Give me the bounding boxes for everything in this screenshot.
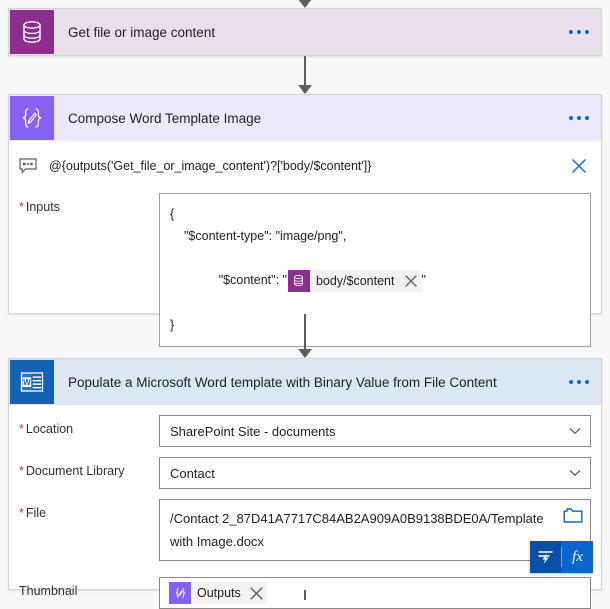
compose-braces-icon	[10, 96, 54, 140]
connector-arrow-1-2	[296, 56, 314, 94]
card-overflow-menu-button[interactable]	[569, 380, 589, 384]
remove-token-icon[interactable]	[247, 583, 267, 603]
json-content-quote-close: "	[421, 273, 426, 287]
field-row-document-library: *Document Library Contact	[9, 457, 601, 489]
file-label-text: File	[25, 506, 47, 520]
card-title: Get file or image content	[68, 24, 216, 40]
connector-arrow-bottom	[296, 590, 314, 600]
fx-icon[interactable]: fx	[562, 541, 593, 573]
expression-peek-bar: @{outputs('Get_file_or_image_content')?[…	[19, 149, 591, 183]
connector-arrowhead	[298, 349, 312, 358]
dynamic-content-token-body-content[interactable]: body/$content	[287, 269, 421, 292]
inputs-json-editor[interactable]: { "$content-type": "image/png", "$conten…	[159, 193, 591, 347]
required-asterisk: *	[19, 200, 24, 214]
field-row-location: *Location SharePoint Site - documents	[9, 415, 601, 447]
json-close-brace: }	[170, 317, 175, 332]
token-label: Outputs	[197, 586, 241, 600]
card-header[interactable]: Get file or image content	[9, 9, 601, 55]
dynamic-content-toolbar: fx	[530, 541, 593, 573]
required-asterisk: *	[19, 464, 24, 478]
json-content-line: "$content": " body/$content	[170, 247, 580, 314]
card-overflow-menu-button[interactable]	[569, 30, 589, 34]
menu-dot	[577, 116, 581, 120]
thumbnail-input[interactable]: Outputs	[159, 577, 591, 609]
document-library-dropdown[interactable]: Contact	[159, 457, 591, 489]
inputs-label-text: Inputs	[25, 200, 60, 214]
field-row-inputs: *Inputs { "$content-type": "image/png", …	[9, 193, 601, 347]
location-value: SharePoint Site - documents	[170, 423, 336, 439]
folder-picker-icon[interactable]	[563, 507, 583, 525]
chevron-down-icon	[569, 427, 581, 435]
menu-dot	[577, 30, 581, 34]
file-path-input[interactable]: /Contact 2_87D41A7717C84AB2A909A0B9138BD…	[159, 499, 591, 561]
menu-dot	[577, 380, 581, 384]
peek-code-bubble-icon	[19, 158, 41, 174]
document-library-value: Contact	[170, 465, 215, 481]
json-open-brace: {	[170, 207, 175, 221]
thumbnail-label: Thumbnail	[19, 577, 159, 598]
card-header[interactable]: Compose Word Template Image	[9, 95, 601, 141]
location-label-text: Location	[25, 422, 74, 436]
menu-dot	[569, 380, 573, 384]
menu-dot	[569, 30, 573, 34]
connector-arrowhead	[298, 85, 312, 94]
card-title: Compose Word Template Image	[68, 110, 262, 126]
document-library-label-text: Document Library	[25, 464, 125, 478]
dataverse-database-icon	[10, 10, 54, 54]
connector-arrow-2-3	[296, 314, 314, 358]
action-card-compose-word-template-image[interactable]: Compose Word Template Image @{outputs('G…	[8, 94, 602, 347]
chevron-down-icon	[569, 469, 581, 477]
json-content-type-line: "$content-type": "image/png",	[184, 229, 347, 243]
location-dropdown[interactable]: SharePoint Site - documents	[159, 415, 591, 447]
action-card-populate-word-template[interactable]: W Populate a Microsoft Word template wit…	[8, 358, 602, 609]
close-icon[interactable]	[567, 157, 591, 175]
connector-line	[304, 590, 306, 600]
card-header[interactable]: W Populate a Microsoft Word template wit…	[9, 359, 601, 405]
toolbar-separator	[561, 547, 562, 567]
action-card-get-file-or-image-content[interactable]: Get file or image content	[8, 8, 602, 56]
menu-dot	[585, 116, 589, 120]
json-content-key: "$content": "	[218, 273, 287, 287]
word-document-icon: W	[10, 360, 54, 404]
field-row-file: *File /Contact 2_87D41A7717C84AB2A909A0B…	[9, 499, 601, 573]
connector-line	[304, 56, 306, 86]
inputs-label: *Inputs	[19, 193, 159, 214]
dynamic-content-token-outputs[interactable]: Outputs	[169, 582, 267, 604]
required-asterisk: *	[19, 422, 24, 436]
remove-token-icon[interactable]	[401, 271, 421, 291]
connector-arrow-top	[296, 0, 314, 8]
menu-dot	[585, 30, 589, 34]
connector-line	[304, 314, 306, 350]
token-label: body/$content	[315, 273, 395, 288]
expression-text: @{outputs('Get_file_or_image_content')?[…	[49, 159, 372, 173]
card-title: Populate a Microsoft Word template with …	[68, 374, 497, 390]
connector-arrowhead	[298, 0, 312, 8]
document-library-label: *Document Library	[19, 457, 159, 478]
card-overflow-menu-button[interactable]	[569, 116, 589, 120]
menu-dot	[569, 116, 573, 120]
file-label: *File	[19, 499, 159, 520]
dataverse-database-icon	[287, 269, 310, 292]
fx-label: fx	[572, 548, 583, 565]
compose-braces-icon	[169, 582, 191, 604]
required-asterisk: *	[19, 506, 24, 520]
dynamic-content-icon[interactable]	[530, 541, 561, 573]
thumbnail-label-text: Thumbnail	[19, 584, 78, 598]
location-label: *Location	[19, 415, 159, 436]
menu-dot	[585, 380, 589, 384]
svg-text:W: W	[23, 378, 31, 387]
